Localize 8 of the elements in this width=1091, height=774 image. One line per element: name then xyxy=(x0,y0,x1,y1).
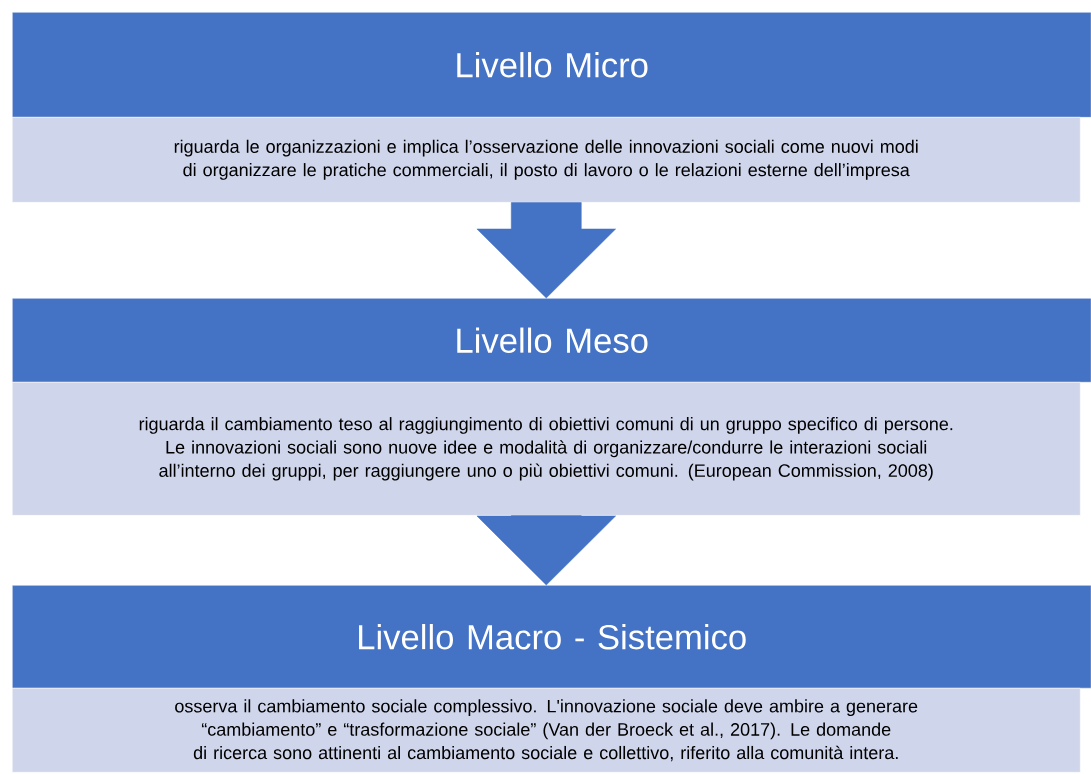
level-header: Livello Meso xyxy=(12,298,1091,383)
description-box: riguarda le organizzazioni e implica l’osservazione delle innovazioni sociali come nuovi modi di organizzare le pratiche commerciali, il posto di lavoro o le relazioni esterne dell’impresa xyxy=(12,117,1081,203)
description-box: osserva il cambiamento sociale complessivo. L'innovazione sociale deve ambire a generare “cambiamento” e “trasformazione sociale” (Van der Broeck et al., 2017). Le domande di ricerca sono attinenti al cambiamento sociale e collettivo, riferito alla comunità intera. xyxy=(12,688,1081,773)
description-box: riguarda il cambiamento teso al raggiungimento di obiettivi comuni di un gruppo specifico di persone. Le innovazioni sociali sono nuove idee e modalità di organizzare/condurre le interazioni sociali all’interno dei gruppi, per raggiungere uno o più obiettivi comuni. (European Commission, 2008) xyxy=(12,382,1081,516)
block-arrow xyxy=(476,202,616,299)
level-header: Livello Macro - Sistemico xyxy=(12,585,1091,689)
block-arrow xyxy=(476,515,616,586)
level-header: Livello Micro xyxy=(12,12,1091,118)
